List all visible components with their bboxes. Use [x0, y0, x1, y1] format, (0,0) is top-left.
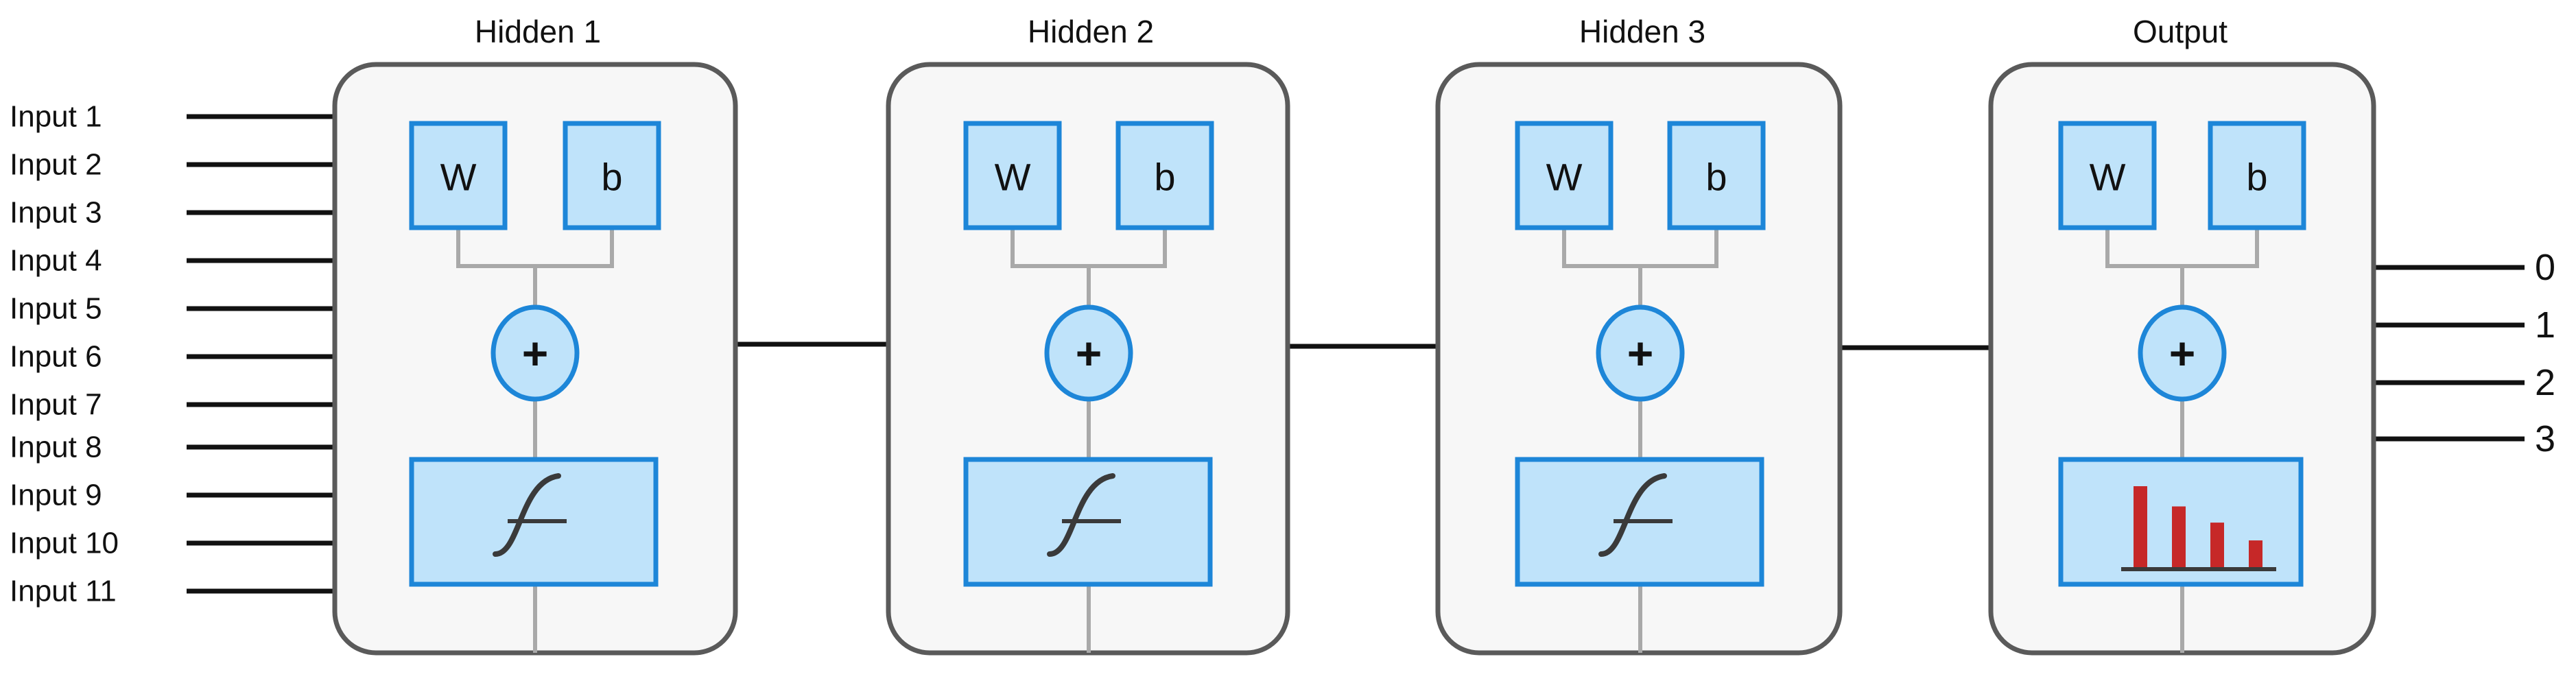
sigmoid-icon	[493, 473, 567, 557]
layer-title: Hidden 3	[1579, 14, 1705, 49]
bias-box	[2208, 121, 2306, 230]
bias-label: b	[2246, 156, 2267, 199]
layer-hidden-3: Hidden 3 W b +	[1435, 14, 1843, 656]
input-label: Input 5	[10, 292, 102, 326]
output-lines	[2374, 265, 2525, 442]
output-labels: 0 1 2 3	[2535, 247, 2555, 459]
layer-output: Output W b +	[1988, 14, 2376, 656]
weight-box	[1515, 121, 1614, 230]
plus-icon: +	[522, 328, 549, 379]
sum-node	[2138, 304, 2227, 402]
input-label: Input 11	[10, 575, 117, 608]
softmax-bar	[2249, 540, 2262, 567]
sigmoid-icon	[1598, 473, 1673, 557]
layer-connections	[735, 342, 1991, 350]
plus-icon: +	[2169, 328, 2196, 379]
output-label: 2	[2535, 362, 2555, 403]
input-label: Input 1	[10, 100, 102, 134]
layer-title: Hidden 2	[1028, 14, 1154, 49]
input-labels: Input 1 Input 2 Input 3 Input 4 Input 5 …	[10, 100, 119, 608]
layer-title: Hidden 1	[475, 14, 601, 49]
bias-box	[563, 121, 661, 230]
bias-label: b	[1154, 156, 1175, 199]
param-merge-wire	[1562, 228, 1718, 307]
input-label: Input 9	[10, 479, 102, 512]
sum-node	[1044, 304, 1133, 402]
softmax-bar	[2134, 486, 2147, 567]
input-label: Input 3	[10, 196, 102, 230]
sigmoid-icon	[1047, 473, 1121, 557]
weight-box	[2058, 121, 2157, 230]
output-label: 3	[2535, 418, 2555, 459]
plus-icon: +	[1076, 328, 1102, 379]
weight-label: W	[2090, 156, 2126, 199]
weight-box	[409, 121, 508, 230]
param-merge-wire	[2105, 228, 2259, 307]
input-label: Input 4	[10, 244, 102, 278]
input-label: Input 7	[10, 388, 102, 422]
bias-box	[1667, 121, 1766, 230]
plus-icon: +	[1627, 328, 1654, 379]
bias-label: b	[601, 156, 622, 199]
layer-title: Output	[2133, 14, 2228, 49]
bias-label: b	[1705, 156, 1727, 199]
output-label: 0	[2535, 247, 2555, 288]
sum-node	[491, 304, 580, 402]
layer-hidden-2: Hidden 2 W b +	[886, 14, 1290, 656]
param-merge-wire	[1011, 228, 1167, 307]
weight-box	[963, 121, 1062, 230]
input-label: Input 10	[10, 527, 119, 560]
weight-label: W	[995, 156, 1031, 199]
bias-box	[1115, 121, 1214, 230]
softmax-bar	[2172, 506, 2186, 567]
softmax-bar	[2210, 523, 2224, 567]
weight-label: W	[1546, 156, 1583, 199]
input-label: Input 6	[10, 340, 102, 374]
output-label: 1	[2535, 304, 2555, 346]
param-merge-wire	[456, 228, 614, 307]
input-label: Input 8	[10, 431, 102, 464]
weight-label: W	[440, 156, 477, 199]
sum-node	[1596, 304, 1685, 402]
input-lines	[187, 114, 335, 594]
softmax-bars-icon	[2121, 486, 2276, 571]
layer-hidden-1: Hidden 1 W b +	[332, 14, 738, 656]
input-label: Input 2	[10, 148, 102, 182]
